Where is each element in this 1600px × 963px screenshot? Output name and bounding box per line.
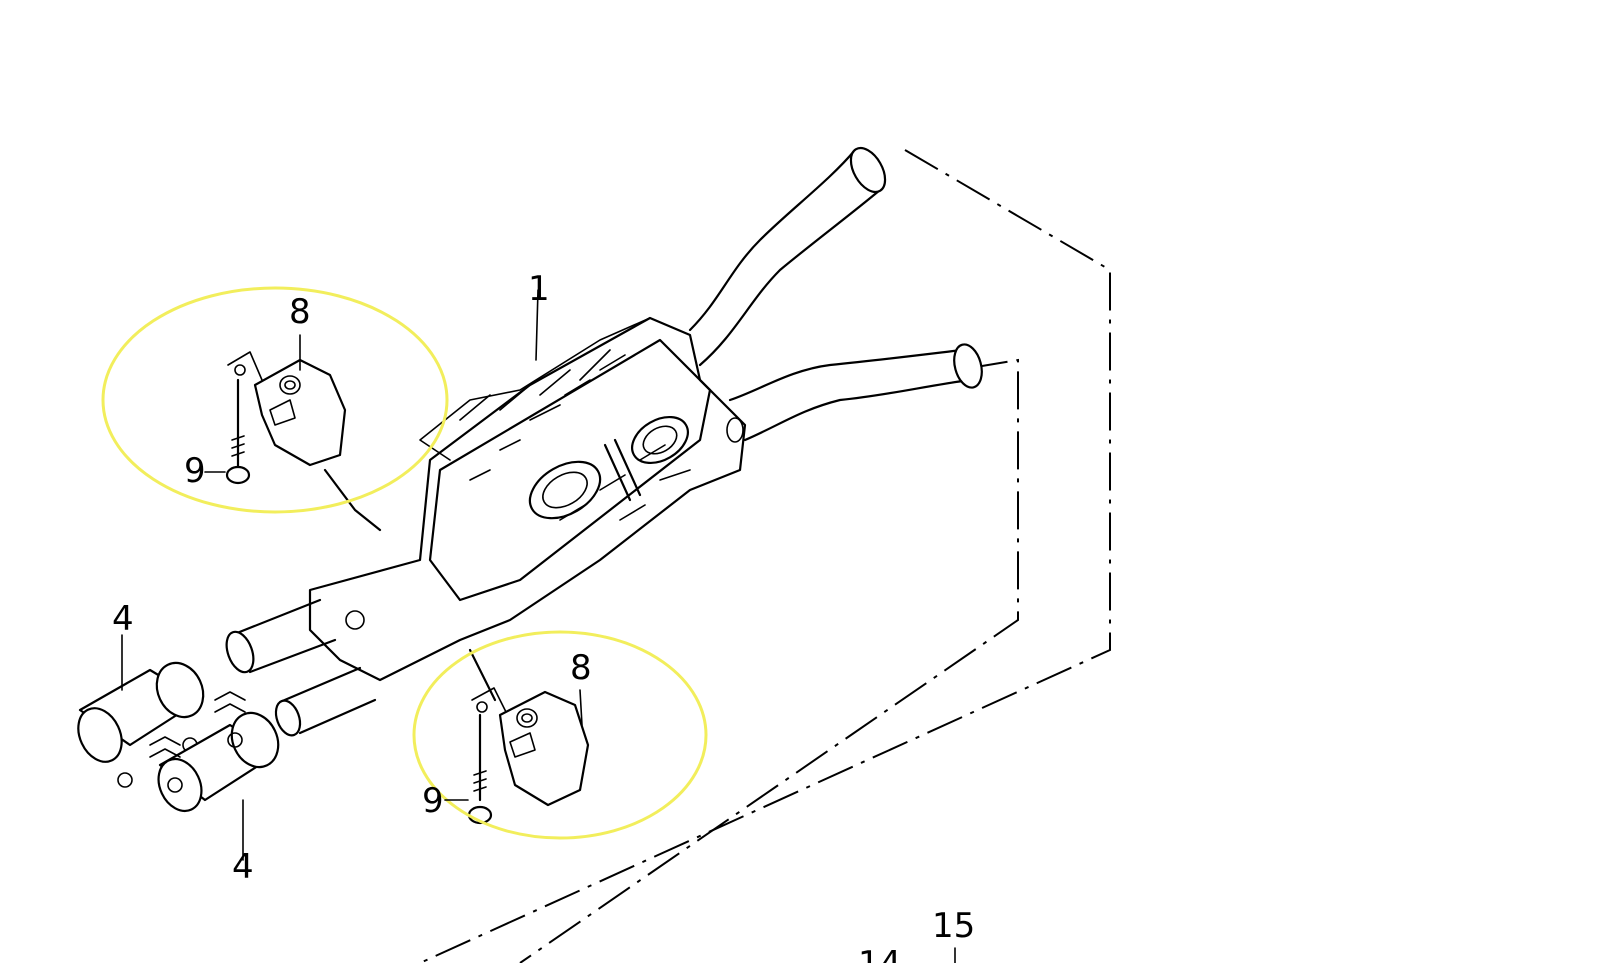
- leader-lines: [121, 289, 956, 963]
- tailpipe-upper: [688, 146, 887, 367]
- inlet-pipe-lower: [274, 666, 377, 737]
- callout-9-lower: 9: [422, 781, 444, 821]
- callout-8-upper: 8: [289, 292, 311, 332]
- callout-4-right: 4: [232, 847, 254, 887]
- inlet-pipe-upper: [225, 598, 337, 674]
- muffler-body: [308, 316, 747, 682]
- bolt-lower: [467, 713, 493, 825]
- callout-15: 15: [932, 906, 975, 946]
- callout-9-upper: 9: [184, 451, 206, 491]
- highlight-circle-lower-mount: [412, 630, 708, 840]
- callout-1: 1: [528, 269, 550, 309]
- clamp-right: [149, 691, 280, 812]
- clamp-left: [77, 661, 205, 788]
- highlight-circle-upper-mount: [101, 286, 449, 514]
- rubber-mount-lower: [471, 687, 590, 807]
- callout-4-left: 4: [112, 599, 134, 639]
- assembly-boundary: [419, 149, 1111, 963]
- callout-14: 14: [858, 944, 901, 963]
- callout-8-lower: 8: [570, 648, 592, 688]
- rubber-mount-upper: [227, 351, 347, 467]
- hanger-rod-upper: [323, 468, 382, 532]
- tailpipe-lower: [728, 343, 983, 442]
- hanger-rod-lower: [468, 648, 497, 702]
- bolt-upper: [225, 378, 251, 485]
